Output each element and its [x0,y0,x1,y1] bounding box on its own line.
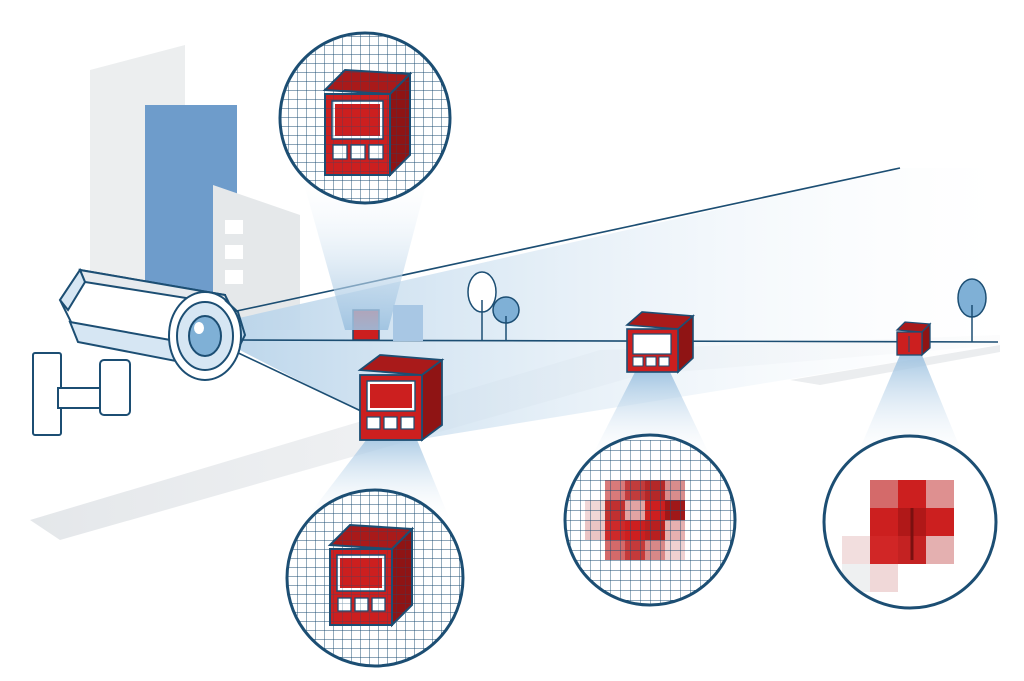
near-device [357,354,445,442]
far-device [895,321,932,357]
middle-zoom [563,433,737,607]
top-zoom [278,31,452,205]
tree-icon [957,278,987,342]
security-camera-icon [32,267,247,436]
right-zoom [822,434,998,610]
bottom-zoom [285,488,465,668]
small-blue-object [393,305,423,341]
tree-icon [467,271,520,340]
middle-device [625,311,695,374]
